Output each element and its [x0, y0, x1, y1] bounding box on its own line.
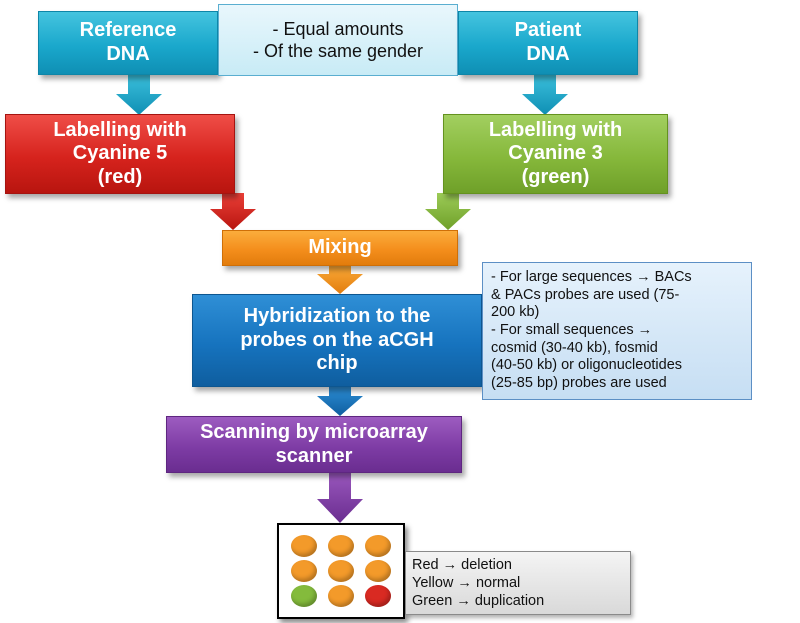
patient-dna-box: Patient DNA: [458, 11, 638, 75]
scanning-line-1: Scanning by microarray: [200, 420, 428, 443]
labelling-green-line-1: Labelling with: [488, 118, 623, 141]
arrow-hybridization-to-scanning: [317, 386, 363, 416]
labelling-cyanine3-box: Labelling with Cyanine 3 (green): [443, 114, 668, 194]
chip-dot-orange-6: [365, 560, 391, 582]
labelling-red-line-2: Cyanine 5: [72, 142, 168, 165]
arrow-patient-to-green: [522, 74, 568, 115]
scanning-box: Scanning by microarray scanner: [166, 416, 462, 473]
probe-note-line-6: (40-50 kb) or oligonucleotides: [491, 357, 683, 374]
hybridization-line-3: chip: [316, 352, 358, 375]
chip-dot-orange-1: [291, 535, 317, 557]
probe-note-line-1: - For large sequences → BACs: [491, 269, 692, 285]
probe-note-line-3: 200 kb): [491, 304, 540, 321]
probe-note-line-2: & PACs probes are used (75-: [491, 286, 680, 303]
reference-dna-box: Reference DNA: [38, 11, 218, 75]
probe-note-line-7: (25-85 bp) probes are used: [491, 375, 667, 392]
conditions-line-2: - Of the same gender: [252, 41, 424, 61]
conditions-note: - Equal amounts - Of the same gender: [218, 4, 458, 76]
reference-dna-line-2: DNA: [106, 43, 150, 65]
mixing-label: Mixing: [308, 236, 372, 259]
hybridization-line-2: probes on the aCGH: [240, 328, 434, 351]
chip-dot-orange-5: [328, 560, 354, 582]
probe-note-line-5: cosmid (30-40 kb), fosmid: [491, 339, 658, 356]
arrow-mixing-to-hybridization: [317, 265, 363, 294]
labelling-green-line-2: Cyanine 3: [508, 142, 603, 165]
legend-green-duplication: Green → duplication: [412, 593, 545, 610]
scanning-line-2: scanner: [275, 444, 353, 467]
hybridization-line-1: Hybridization to the: [243, 305, 431, 328]
chip-dot-orange-2: [328, 535, 354, 557]
mixing-box: Mixing: [222, 230, 458, 266]
conditions-line-1: - Equal amounts: [272, 18, 404, 39]
patient-dna-line-1: Patient: [514, 19, 582, 42]
microarray-chip: [277, 523, 405, 619]
chip-dot-red: [365, 585, 391, 607]
chip-dot-orange-3: [365, 535, 391, 557]
arrow-reference-to-red: [116, 74, 162, 115]
probe-note-line-4: - For small sequences →: [491, 322, 653, 339]
labelling-red-line-3: (red): [97, 165, 143, 188]
labelling-cyanine5-box: Labelling with Cyanine 5 (red): [5, 114, 235, 194]
reference-dna-line-1: Reference: [79, 19, 177, 42]
result-legend: Red → deletion Yellow → normal Green → d…: [405, 551, 631, 615]
arrow-green-to-mixing: [425, 193, 471, 230]
chip-dot-orange-4: [291, 560, 317, 582]
probe-size-note: - For large sequences → BACs & PACs prob…: [482, 262, 752, 400]
legend-yellow-normal: Yellow → normal: [412, 575, 521, 592]
labelling-red-line-1: Labelling with: [53, 118, 187, 141]
chip-dot-orange-7: [328, 585, 354, 607]
hybridization-box: Hybridization to the probes on the aCGH …: [192, 294, 482, 387]
patient-dna-line-2: DNA: [526, 43, 570, 65]
legend-red-deletion: Red → deletion: [412, 557, 512, 573]
labelling-green-line-3: (green): [521, 165, 590, 188]
chip-dot-green: [291, 585, 317, 607]
arrow-red-to-mixing: [210, 193, 256, 230]
arrow-scanning-to-chip: [317, 472, 363, 523]
